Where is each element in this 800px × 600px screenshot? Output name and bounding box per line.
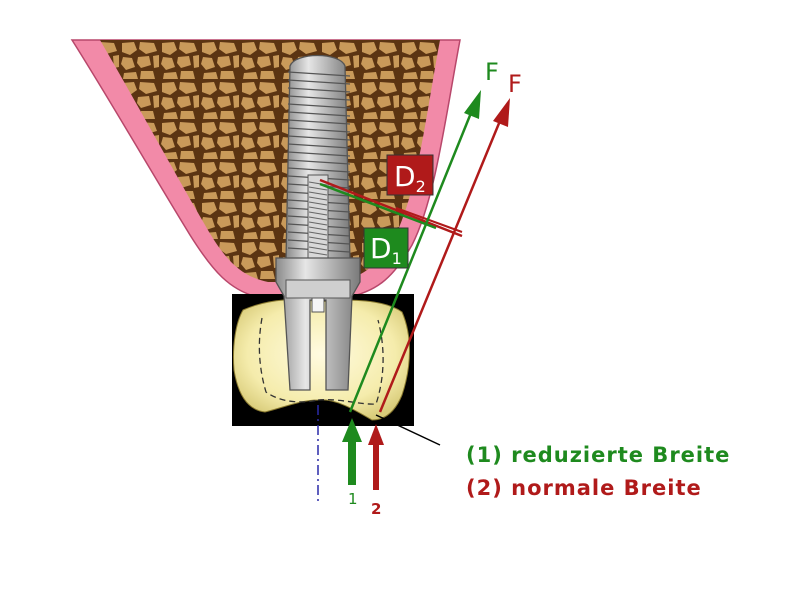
thread-line bbox=[287, 159, 351, 165]
thread-line bbox=[287, 143, 351, 149]
load-arrow-1-head bbox=[342, 418, 362, 442]
label-d2-sub: 2 bbox=[416, 177, 426, 196]
inner-thread-line bbox=[308, 236, 328, 241]
label-d2: D2 bbox=[386, 154, 434, 196]
force-label-red: F bbox=[508, 70, 522, 98]
inner-thread-line bbox=[308, 211, 328, 216]
label-d1-box bbox=[363, 227, 409, 269]
implant bbox=[275, 54, 361, 391]
label-d1: D1 bbox=[363, 227, 409, 269]
legend-line-1: (1) reduzierte Breite bbox=[466, 443, 730, 467]
force-arrowhead-red bbox=[493, 98, 510, 127]
thread-line bbox=[287, 167, 351, 173]
jaw-section bbox=[70, 39, 461, 299]
inner-thread-line bbox=[308, 251, 328, 256]
inner-screw-threads bbox=[308, 181, 328, 256]
svg-text:D1: D1 bbox=[370, 232, 402, 268]
lever-d1-line bbox=[319, 182, 437, 230]
inner-thread-line bbox=[308, 221, 328, 226]
thread-line bbox=[287, 119, 351, 125]
inner-thread-line bbox=[308, 231, 328, 236]
inner-thread-line bbox=[308, 226, 328, 231]
thread-line bbox=[287, 79, 351, 85]
force-line-red bbox=[378, 115, 504, 413]
svg-text:D2: D2 bbox=[394, 160, 426, 196]
label-d1-main: D bbox=[370, 232, 392, 265]
inner-thread-line bbox=[308, 196, 328, 201]
thread-line bbox=[287, 127, 351, 133]
label-d2-main: D bbox=[394, 160, 416, 193]
bone-tissue bbox=[100, 40, 440, 282]
inner-thread-line bbox=[308, 206, 328, 211]
load-arrow-2-shaft bbox=[373, 442, 379, 490]
inner-thread-line bbox=[308, 241, 328, 246]
crown-inner-outline bbox=[258, 317, 319, 403]
thread-line bbox=[287, 135, 351, 141]
thread-line bbox=[287, 103, 351, 109]
crown-inner-outline-right bbox=[317, 319, 384, 405]
inner-thread-line bbox=[308, 246, 328, 251]
inner-thread-line bbox=[308, 201, 328, 206]
lever-d2-line bbox=[319, 178, 463, 238]
label-d1-sub: 1 bbox=[392, 249, 402, 268]
thread-line bbox=[287, 111, 351, 117]
load-arrow-2-head bbox=[368, 424, 384, 445]
legend-leader-line bbox=[375, 414, 441, 446]
load-arrows bbox=[342, 418, 384, 490]
thread-line bbox=[287, 95, 351, 101]
arrow-number-2: 2 bbox=[371, 500, 381, 518]
inner-thread-line bbox=[308, 216, 328, 221]
thread-line bbox=[287, 151, 351, 157]
force-lines bbox=[348, 90, 510, 413]
label-d2-box bbox=[386, 154, 434, 196]
arrow-number-1: 1 bbox=[348, 490, 358, 508]
thread-line bbox=[287, 71, 351, 77]
abutment-collar bbox=[285, 279, 351, 299]
thread-line bbox=[287, 87, 351, 93]
force-label-green: F bbox=[485, 58, 499, 86]
abutment-slot bbox=[311, 297, 325, 313]
inner-thread-line bbox=[308, 186, 328, 191]
force-line-green bbox=[348, 107, 475, 413]
force-arrowhead-green bbox=[464, 90, 481, 119]
load-arrow-1-shaft bbox=[348, 440, 356, 485]
inner-thread-line bbox=[308, 191, 328, 196]
legend-line-2: (2) normale Breite bbox=[466, 476, 702, 500]
